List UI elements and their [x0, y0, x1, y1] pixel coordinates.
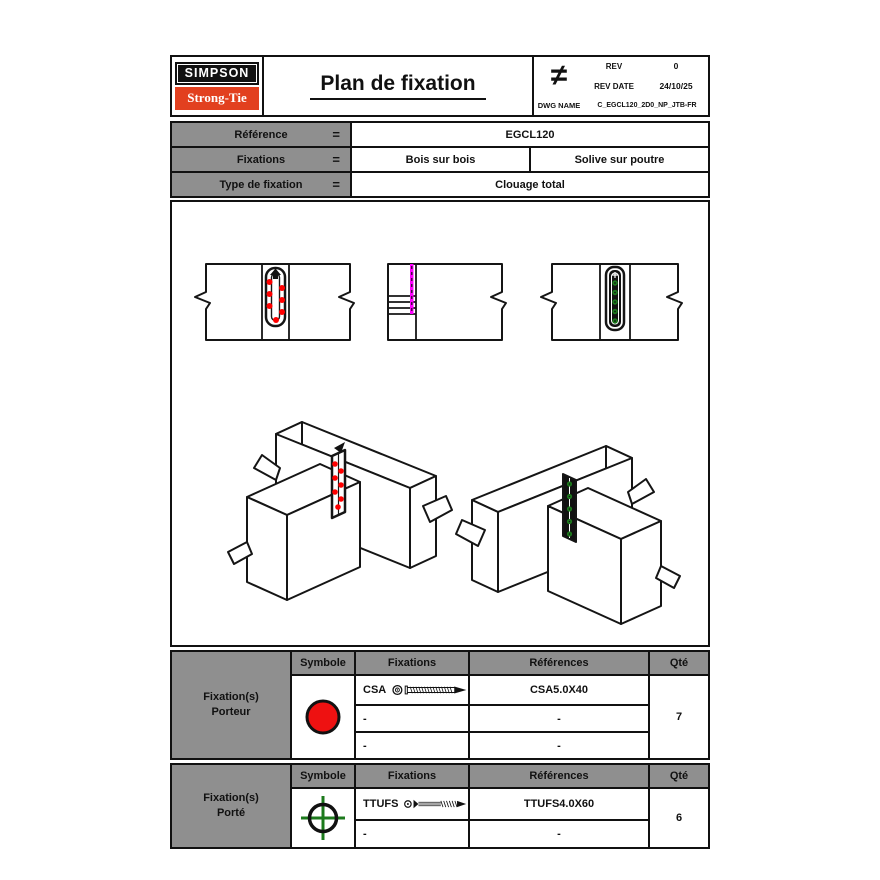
column-header-references: Références: [470, 765, 648, 787]
spec-value-fixations-2: Solive sur poutre: [531, 148, 708, 171]
drawing-sheet: SIMPSON Strong-Tie Plan de fixation ≠ RE…: [170, 55, 710, 849]
equals-sign: =: [332, 127, 340, 142]
fixation-row: -: [356, 821, 468, 847]
equals-sign: =: [332, 177, 340, 192]
reference-cell: CSA5.0X40: [470, 676, 648, 704]
spec-label-type: Type de fixation=: [172, 173, 350, 196]
rev-label: REV: [586, 57, 642, 75]
logo-simpson: SIMPSON: [175, 62, 259, 85]
fixation-row: -: [356, 733, 468, 758]
load-arrow-icon: [334, 442, 345, 453]
title-block: SIMPSON Strong-Tie Plan de fixation ≠ RE…: [170, 55, 710, 117]
drawing-2d-back-view: [540, 263, 683, 341]
csa-nail-icon: [392, 684, 467, 696]
fixation-row: TTUFS: [356, 789, 468, 819]
rev-value: 0: [644, 57, 708, 75]
dwg-name-label: DWG NAME: [534, 97, 584, 114]
porteur-symbol-cell: [292, 676, 354, 758]
fixation-row: CSA: [356, 676, 468, 704]
rev-date-value: 24/10/25: [644, 77, 708, 95]
qty-cell: 7: [650, 676, 708, 758]
drawing-3d-porte-view: [455, 445, 681, 625]
group-label-porte: Fixation(s)Porté: [172, 765, 290, 847]
drawing-area: [170, 200, 710, 647]
column-header-qte: Qté: [650, 652, 708, 674]
column-header-symbole: Symbole: [292, 652, 354, 674]
spec-label-fixations: Fixations=: [172, 148, 350, 171]
rev-date-label: REV DATE: [586, 77, 642, 95]
red-circle-icon: [305, 699, 341, 735]
ttufs-screw-icon: [404, 799, 467, 809]
page-title: Plan de fixation: [310, 72, 486, 100]
dwg-name-value: C_EGCL120_2D0_NP_JTB-FR: [586, 97, 708, 114]
equals-sign: =: [332, 152, 340, 167]
column-header-symbole: Symbole: [292, 765, 354, 787]
spec-table: Référence= EGCL120 Fixations= Bois sur b…: [170, 121, 710, 198]
fixation-table-porteur: Fixation(s)Porteur Symbole Fixations Réf…: [170, 650, 710, 760]
group-label-porteur: Fixation(s)Porteur: [172, 652, 290, 758]
spec-value-reference: EGCL120: [352, 123, 708, 146]
spec-label-reference: Référence=: [172, 123, 350, 146]
column-header-fixations: Fixations: [356, 765, 468, 787]
drawing-2d-front-view: [194, 263, 355, 341]
spec-value-type: Clouage total: [352, 173, 708, 196]
spec-value-fixations-1: Bois sur bois: [352, 148, 529, 171]
porte-symbol-cell: [292, 789, 354, 847]
reference-cell: -: [470, 821, 648, 847]
column-header-fixations: Fixations: [356, 652, 468, 674]
reference-cell: TTUFS4.0X60: [470, 789, 648, 819]
column-header-qte: Qté: [650, 765, 708, 787]
drawing-3d-porteur-view: [227, 421, 453, 601]
green-crosshair-icon: [301, 796, 345, 840]
logo-strongtie: Strong-Tie: [175, 87, 259, 110]
brand-logo: SIMPSON Strong-Tie: [172, 57, 262, 115]
reference-cell: -: [470, 706, 648, 731]
fixation-table-porte: Fixation(s)Porté Symbole Fixations Référ…: [170, 763, 710, 849]
qty-cell: 6: [650, 789, 708, 847]
column-header-references: Références: [470, 652, 648, 674]
load-arrow-icon: [270, 268, 281, 279]
projection-symbol-icon: ≠: [534, 57, 584, 95]
drawing-2d-side-view: [387, 263, 507, 341]
revision-block: ≠ REV 0 REV DATE 24/10/25 DWG NAME C_EGC…: [534, 57, 708, 115]
reference-cell: -: [470, 733, 648, 758]
fixation-row: -: [356, 706, 468, 731]
